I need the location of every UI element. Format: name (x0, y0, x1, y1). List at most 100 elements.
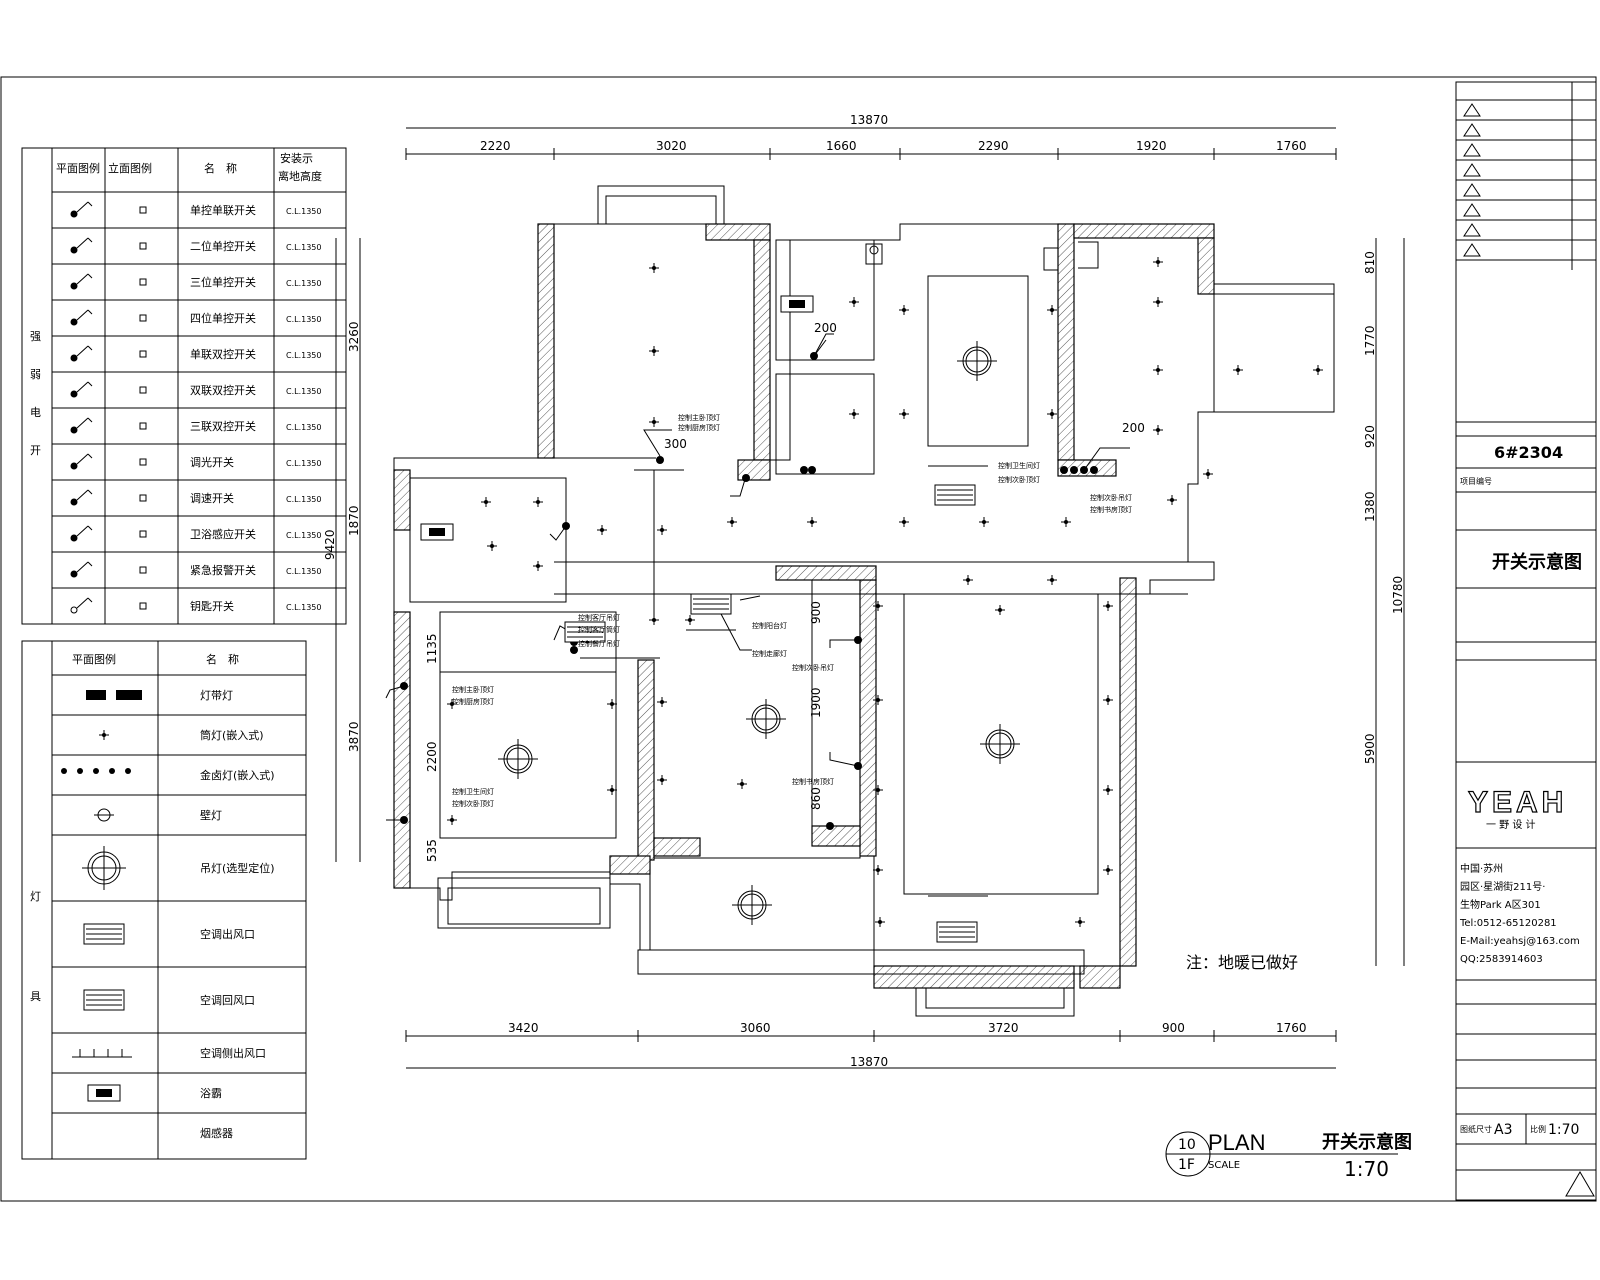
switch-control-labels: 控制主卧顶灯控制厨房顶灯控制卫生间灯控制次卧顶灯控制次卧吊灯控制书房顶灯控制客厅… (452, 413, 1132, 808)
control-label: 控制客厅吊灯 (578, 613, 620, 622)
downlight-icon (532, 496, 544, 508)
revision-triangle-icon (1463, 243, 1481, 257)
inner-dim: 860 (809, 787, 823, 810)
light-name: 筒灯(嵌入式) (200, 728, 264, 742)
switch-name: 调速开关 (190, 491, 234, 505)
dim-left-total: 9420 (323, 529, 337, 560)
control-label: 控制走廊灯 (752, 649, 787, 658)
address-line: QQ:2583914603 (1460, 954, 1543, 965)
switch-header-height-1: 安装示 (280, 151, 313, 165)
downlight-icon (994, 604, 1006, 616)
downlight-icon (1102, 864, 1114, 876)
light-legend-rows: 灯带灯筒灯(嵌入式)金卤灯(嵌入式)壁灯吊灯(选型定位)空调出风口空调回风口空调… (52, 674, 306, 1140)
switch-name: 紧急报警开关 (190, 563, 256, 577)
dim-bottom-seg: 3720 (988, 1021, 1019, 1035)
wall-segment (1119, 577, 1137, 967)
switch-height: C.L.1350 (286, 279, 322, 288)
light-symbol-icon (87, 1084, 121, 1102)
dim-right-seg: 810 (1363, 251, 1377, 274)
light-name: 空调出风口 (200, 927, 255, 941)
paper-size: A3 (1494, 1122, 1512, 1138)
switch-height: C.L.1350 (286, 603, 322, 612)
downlight-icon (596, 524, 608, 536)
address-line: E-Mail:yeahsj@163.com (1460, 936, 1580, 947)
downlight-icon (648, 262, 660, 274)
elevation-symbol-icon (139, 278, 147, 286)
switch-symbol-icon (70, 381, 93, 398)
inner-dim: 1135 (425, 633, 439, 664)
light-symbol-icon (82, 846, 126, 890)
dim-bottom-total: 13870 (850, 1055, 888, 1069)
elevation-symbol-icon (139, 530, 147, 538)
downlight-icon (1046, 304, 1058, 316)
switch-symbol-icon (70, 345, 93, 362)
scale-label: 比例 (1530, 1124, 1546, 1134)
downlight-icon (446, 814, 458, 826)
downlight-icon (898, 516, 910, 528)
wall-segment (653, 837, 701, 857)
project-number: 6#2304 (1494, 443, 1563, 462)
inner-dim: 900 (809, 601, 823, 624)
downlight-icon (806, 516, 818, 528)
downlight-icon (1102, 600, 1114, 612)
floor-heating-note: 注：地暖已做好 (1186, 953, 1298, 972)
light-header-plan: 平面图例 (72, 652, 116, 666)
downlight-icon (648, 416, 660, 428)
switch-name: 钥匙开关 (190, 599, 234, 613)
switch-symbol-icon (70, 237, 93, 254)
downlight-icon (480, 496, 492, 508)
downlight-icon (1102, 694, 1114, 706)
dim-top-seg: 1660 (826, 139, 857, 153)
dim-top-seg: 3020 (656, 139, 687, 153)
dim-bottom-seg: 900 (1162, 1021, 1185, 1035)
control-label: 控制次卧顶灯 (998, 475, 1040, 484)
dim-right-seg: 920 (1363, 425, 1377, 448)
switch-name: 三位单控开关 (190, 275, 256, 289)
light-name: 金卤灯(嵌入式) (200, 768, 275, 782)
address-line: 中国·苏州 (1460, 862, 1503, 875)
light-symbol-icon (98, 729, 110, 741)
switch-header-plan: 平面图例 (56, 161, 100, 175)
switch-side-char: 弱 (30, 368, 41, 381)
dim-top-seg: 1920 (1136, 139, 1167, 153)
dim-top-seg: 2290 (978, 139, 1009, 153)
wall-segment (873, 965, 1075, 989)
light-name: 壁灯 (200, 808, 222, 822)
wall-segment (393, 611, 411, 889)
downlight-icon (1166, 494, 1178, 506)
light-symbol-icon (94, 808, 114, 822)
switch-name: 双联双控开关 (190, 383, 256, 397)
switch-symbol-icon (70, 561, 93, 578)
switch-name: 单联双控开关 (190, 347, 256, 361)
plan-caption: 10 1F PLAN SCALE 开关示意图 1:70 (1165, 1130, 1412, 1181)
dim-right-seg: 1770 (1363, 325, 1377, 356)
downlight-markers (446, 256, 1324, 928)
dim-bottom-seg: 1760 (1276, 1021, 1307, 1035)
switch-height: C.L.1350 (286, 351, 322, 360)
downlight-icon (1046, 574, 1058, 586)
downlight-icon (1102, 784, 1114, 796)
revision-triangle-icon (1463, 203, 1481, 217)
elevation-symbol-icon (139, 458, 147, 466)
switch-symbol-icon (70, 273, 93, 290)
inner-dim: 535 (425, 839, 439, 862)
title-block: 6#2304 项目编号 开关示意图 YEAH 一 野 设 计 中国·苏州园区·星… (1455, 81, 1597, 1201)
caption-scale: 1:70 (1344, 1157, 1389, 1181)
dim-right-total: 10780 (1391, 576, 1405, 614)
floor-plan: 控制主卧顶灯控制厨房顶灯控制卫生间灯控制次卧顶灯控制次卧吊灯控制书房顶灯控制客厅… (385, 185, 1335, 1017)
switch-header-elev: 立面图例 (108, 161, 152, 175)
elevation-symbol-icon (139, 386, 147, 394)
company-logo: YEAH (1468, 786, 1567, 819)
light-header-name: 名 称 (206, 652, 239, 666)
scale-value: 1:70 (1548, 1122, 1579, 1138)
light-symbol-icon (86, 690, 142, 700)
elevation-symbol-icon (139, 494, 147, 502)
project-line: 项目编号 (1460, 476, 1492, 486)
downlight-icon (656, 696, 668, 708)
downlight-icon (848, 296, 860, 308)
inner-dim: 200 (1122, 421, 1145, 435)
